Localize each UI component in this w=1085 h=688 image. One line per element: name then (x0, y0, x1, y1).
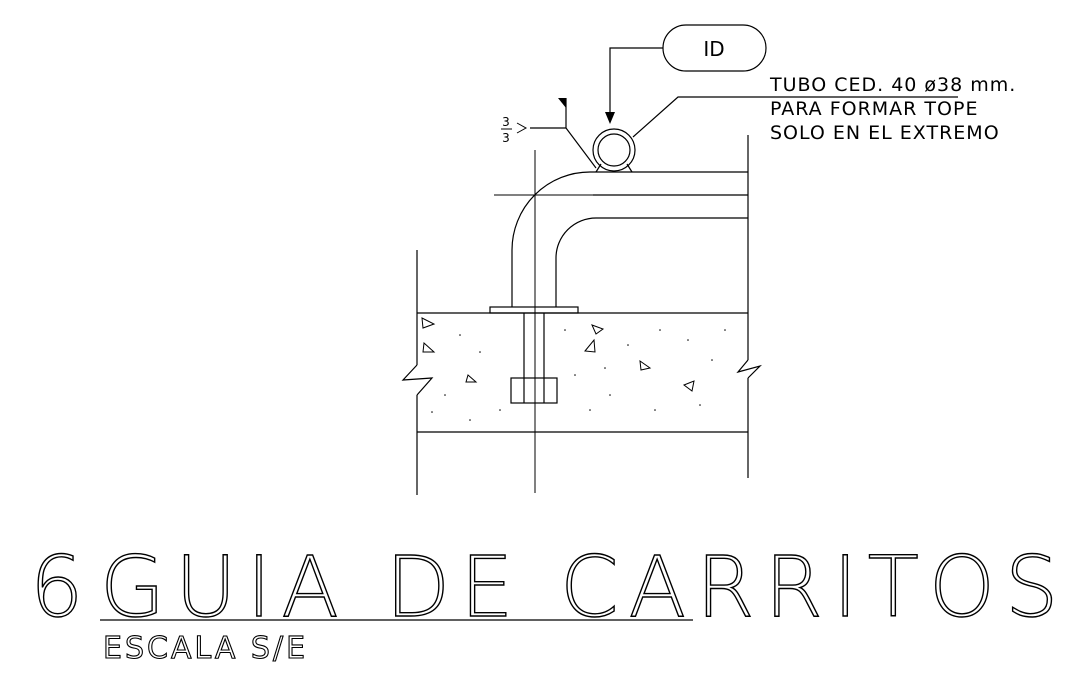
note-line-1: TUBO CED. 40 ø38 mm. (769, 74, 1016, 96)
aggregate-mark (465, 374, 478, 383)
aggregate-mark (591, 324, 605, 335)
id-leader-arrow (605, 112, 615, 124)
base-plate (489, 306, 579, 314)
field-weld-flag-icon (558, 98, 566, 108)
pipe-note: TUBO CED. 40 ø38 mm. PARA FORMAR TOPE SO… (769, 74, 1016, 144)
id-callout: ID (605, 24, 767, 124)
pipe-stop (592, 128, 636, 173)
weld-symbol: 3 3 (501, 98, 597, 169)
bolt-nut (510, 377, 558, 404)
weld-fillet-right (626, 163, 633, 173)
id-tag-text: ID (703, 37, 724, 61)
aggregate-dots (431, 329, 726, 421)
title-block: 6 GUIA DE CARRITOS ESCALA S/E (29, 537, 1068, 666)
weld-size-top: 3 (502, 115, 510, 129)
left-break-mark (401, 364, 434, 396)
aggregate-mark (639, 359, 652, 371)
right-break-mark (736, 359, 763, 379)
id-leader-line (609, 47, 663, 118)
pipe-outer-circle (592, 128, 636, 172)
aggregate-mark (422, 341, 436, 353)
detail-title: GUIA DE CARRITOS (100, 538, 1068, 636)
detail-number: 6 (30, 538, 93, 636)
note-line-2: PARA FORMAR TOPE (770, 98, 978, 120)
note-leader-line (632, 96, 958, 138)
anchor-bolt (510, 313, 558, 404)
wall-lines (401, 135, 763, 495)
weld-fillet-left (595, 163, 602, 173)
aggregate-mark (584, 338, 596, 353)
aggregate-mark (421, 317, 436, 329)
bar-inner-edge (555, 217, 748, 307)
aggregate-mark (682, 380, 695, 392)
weld-size-bottom: 3 (502, 131, 510, 145)
weld-arrow-line (565, 127, 597, 169)
weld-tail-icon (516, 122, 528, 134)
concrete-slab (417, 312, 748, 433)
pipe-inner-circle (597, 133, 631, 167)
detail-scale: ESCALA S/E (103, 631, 308, 666)
bent-guide-bar (511, 171, 748, 307)
note-line-3: SOLO EN EL EXTREMO (770, 122, 1000, 144)
bar-outer-edge (511, 171, 748, 307)
